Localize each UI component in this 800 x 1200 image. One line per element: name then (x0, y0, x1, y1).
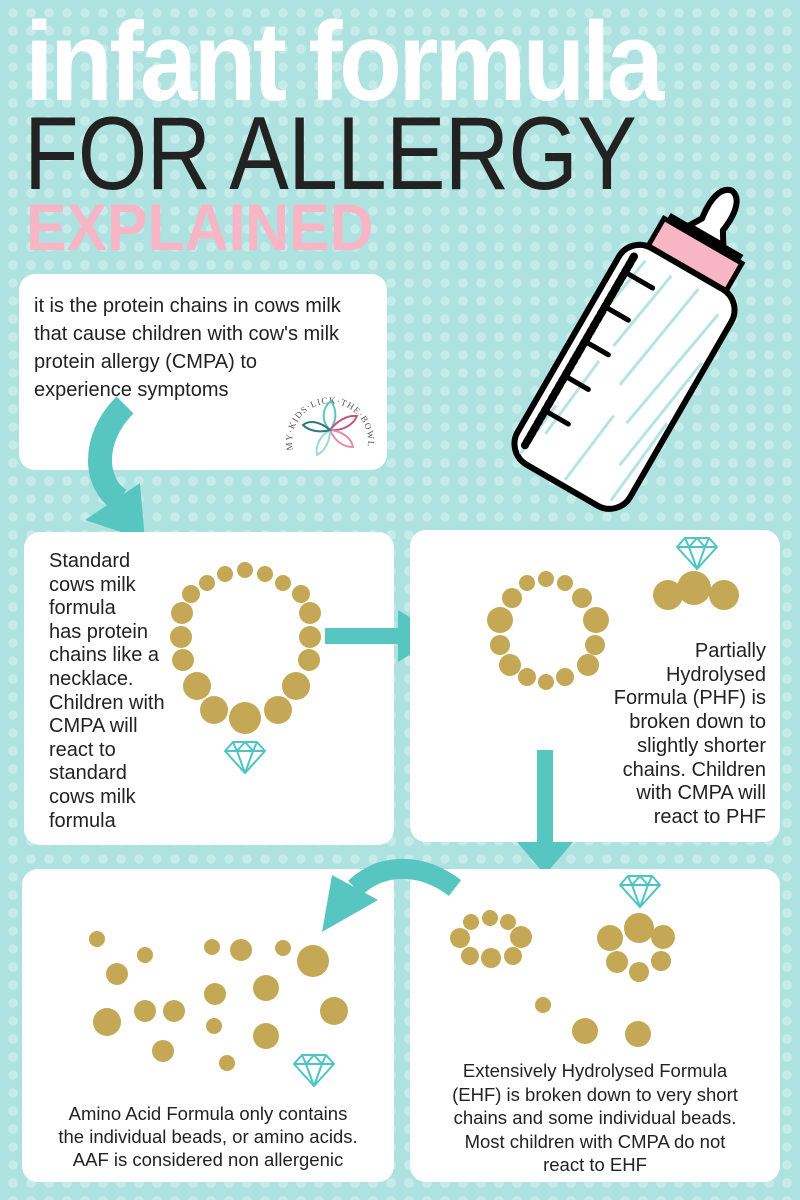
diamond-icon (224, 741, 266, 774)
individual-beads-icon (89, 931, 348, 1071)
diamond-icon (619, 875, 661, 908)
arrow-curved-left-icon (322, 858, 462, 932)
arrow-down-icon (517, 750, 573, 875)
standard-formula-text: Standard cows milk formula has protein c… (49, 550, 165, 832)
arrow-icon (85, 396, 145, 540)
necklace-beads-icon (170, 562, 321, 734)
aaf-text: Amino Acid Formula only contains the ind… (58, 1103, 358, 1170)
intro-panel: it is the protein chains in cows milk th… (19, 274, 387, 470)
ehf-text: Extensively Hydrolysed Formula (EHF) is … (452, 1060, 738, 1175)
intro-text: it is the protein chains in cows milk th… (34, 295, 341, 401)
diamond-icon (676, 537, 718, 570)
flower-logo-icon: MY·KIDS·LICK·THE·BOWL (284, 395, 376, 457)
svg-text:MY·KIDS·LICK·THE·BOWL: MY·KIDS·LICK·THE·BOWL (284, 395, 376, 451)
baby-bottle-icon (511, 186, 746, 512)
title-infant-formula: infant formula (25, 0, 664, 124)
broken-chain-beads-icon (487, 571, 739, 690)
short-chain-beads-icon (450, 910, 675, 1047)
title-for-allergy: FOR ALLERGY (24, 96, 637, 212)
title-explained: EXPLAINED (26, 190, 374, 264)
diamond-icon (293, 1054, 335, 1087)
phf-text: Partially Hydrolysed Formula (PHF) is br… (613, 640, 766, 828)
